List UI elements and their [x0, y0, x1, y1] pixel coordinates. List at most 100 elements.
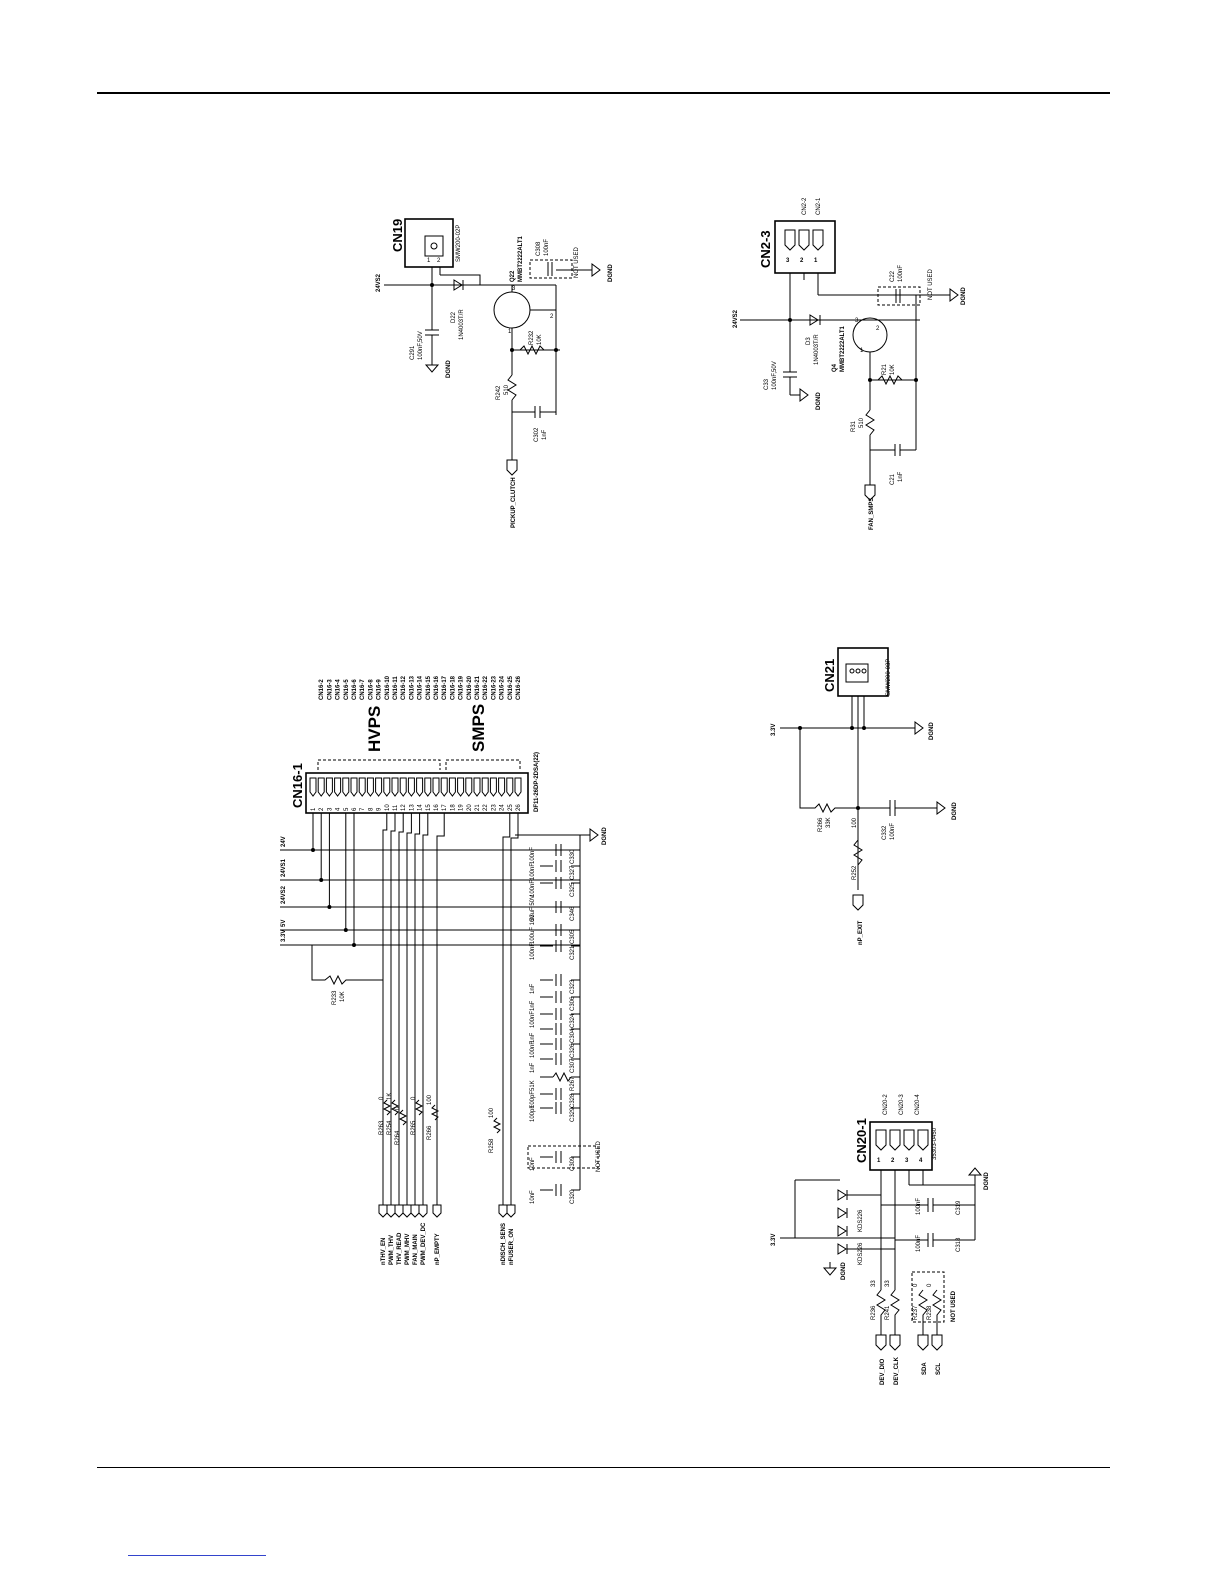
cn16-cap-value: 100nF [530, 863, 536, 880]
pickup-clutch-label: PICKUP_CLUTCH [511, 477, 517, 528]
svg-text:1nF: 1nF [542, 429, 548, 440]
svg-text:MMBT2222ALT1: MMBT2222ALT1 [840, 325, 846, 372]
cn16-pin-shape [350, 777, 358, 797]
cn16-cap-value: 51K [530, 1080, 536, 1091]
cn16-pin-ref: CN16-10 [385, 675, 391, 700]
resistor-icon [552, 1071, 572, 1083]
svg-text:100nF,50V: 100nF,50V [772, 361, 778, 390]
diode-icon [809, 314, 821, 326]
svg-text:CN20-4: CN20-4 [915, 1094, 921, 1115]
svg-text:R241: R241 [885, 1305, 891, 1320]
cn16-pin-shape [325, 777, 333, 797]
diode-icon [837, 1225, 848, 1237]
svg-text:DGND: DGND [952, 802, 958, 820]
cn16-cap-value: 1nF [530, 1000, 536, 1011]
svg-text:DGND: DGND [929, 722, 935, 740]
cn16-rail-label: 3.3V [281, 930, 287, 942]
cn16-rail-label: 24VS2 [281, 885, 287, 904]
fan-smps-port [864, 484, 876, 501]
cn16-cap-ref: C321 [570, 945, 576, 960]
cn16-signal-label: nP_EMPTY [435, 1233, 441, 1265]
cn16-pin-ref: CN16-2 [319, 679, 325, 700]
cn16-pin-number: 11 [393, 804, 399, 811]
cn16-rail-label: 24V [281, 836, 287, 847]
cn16-signal-port [410, 1204, 420, 1218]
svg-text:C319: C319 [956, 1200, 962, 1215]
header-rule [97, 92, 1110, 94]
svg-text:2: 2 [891, 1158, 895, 1164]
svg-text:DGND: DGND [446, 360, 452, 378]
resistor-icon [414, 1099, 424, 1116]
cn16-res-value: 0 [411, 1096, 417, 1100]
svg-text:33: 33 [885, 1280, 891, 1287]
cn16-rail-label: 5V [281, 920, 287, 927]
svg-text:100nF: 100nF [890, 823, 896, 840]
cn16-cap-value: 10nF [530, 1190, 536, 1204]
cn16-pin-ref: CN16-5 [344, 679, 350, 700]
svg-text:DGND: DGND [608, 264, 614, 282]
svg-text:KDS226: KDS226 [858, 1242, 864, 1265]
cn16-pin-shape [440, 777, 448, 797]
cn16-pin-ref: CN16-17 [442, 675, 448, 700]
cn16-pin-ref: CN16-3 [327, 679, 333, 700]
svg-text:1: 1 [508, 329, 512, 335]
cn16-pin-number: 12 [401, 804, 407, 811]
cn16-pin-number: 21 [475, 804, 481, 811]
svg-text:1: 1 [860, 348, 864, 354]
cn16-cap-ref: C323 [570, 979, 576, 994]
svg-text:C291: C291 [410, 345, 416, 360]
footer-link-underline[interactable] [128, 1555, 266, 1556]
svg-text:CN2-1: CN2-1 [816, 197, 822, 215]
cn16-signal-label: nFUSER_ON [509, 1229, 515, 1265]
cn16-signal-wire [510, 813, 519, 1205]
cn16-signal-port [418, 1204, 428, 1218]
diode-icon [453, 279, 464, 291]
cn16-pin-number: 5 [344, 807, 350, 811]
ground-icon [799, 388, 809, 402]
cn16-pin-number: 8 [368, 807, 374, 811]
hvps-label: HVPS [365, 706, 384, 752]
svg-text:R237: R237 [913, 1305, 919, 1320]
cn16-rail-label: 24VS1 [281, 858, 287, 877]
svg-text:DGND: DGND [841, 1262, 847, 1280]
cn16-pin-shape [358, 777, 366, 797]
cn16-1-title: CN16-1 [290, 763, 305, 808]
cn16-pin-shape [506, 777, 514, 797]
cn16-pin-ref: CN16-6 [352, 679, 358, 700]
cn16-pin-shape [391, 777, 399, 797]
cn16-pin-number: 19 [459, 804, 465, 811]
cn16-pin-shape [432, 777, 440, 797]
cn16-pin-number: 23 [491, 804, 497, 811]
cn16-pin-ref: CN16-7 [360, 679, 366, 700]
cn16-pin-number: 13 [409, 804, 415, 811]
cn16-res-ref: R265 [411, 1120, 417, 1135]
cn16-pin-ref: CN16-9 [377, 679, 383, 700]
svg-text:33: 33 [871, 1280, 877, 1287]
svg-text:0: 0 [927, 1283, 933, 1287]
cn16-pin-shape [498, 777, 506, 797]
svg-text:C21: C21 [890, 473, 896, 485]
cn16-cap-value: 1nF [530, 1062, 536, 1073]
svg-text:R238: R238 [927, 1305, 933, 1320]
cn16-pin-number: 15 [426, 804, 432, 811]
cn16-pin-number: 3 [327, 807, 333, 811]
svg-text:Q4: Q4 [832, 363, 838, 372]
svg-text:NOT USED: NOT USED [596, 1140, 602, 1172]
cn16-cap-ref: C304 [570, 1028, 576, 1043]
svg-text:R242: R242 [496, 385, 502, 400]
cn16-rail-junction [352, 943, 356, 947]
cn21-circuit: CN21 SMW200-03P 3.3V DGND DGND R266 33K … [771, 647, 958, 945]
cn19-part: SMW200-02P [456, 225, 462, 262]
cn16-cap-value: 1nF [530, 983, 536, 994]
cn16-pin-number: 16 [434, 804, 440, 811]
svg-text:4: 4 [919, 1158, 923, 1164]
svg-text:1: 1 [427, 258, 431, 264]
ground-icon [936, 801, 946, 815]
cn16-cap-value: 1nF [530, 1032, 536, 1043]
cn16-pin-shape [481, 777, 489, 797]
cn16-res-ref: R264 [395, 1130, 401, 1145]
dev-dio-port [875, 1334, 887, 1351]
cn16-pin-ref: CN16-12 [401, 675, 407, 700]
